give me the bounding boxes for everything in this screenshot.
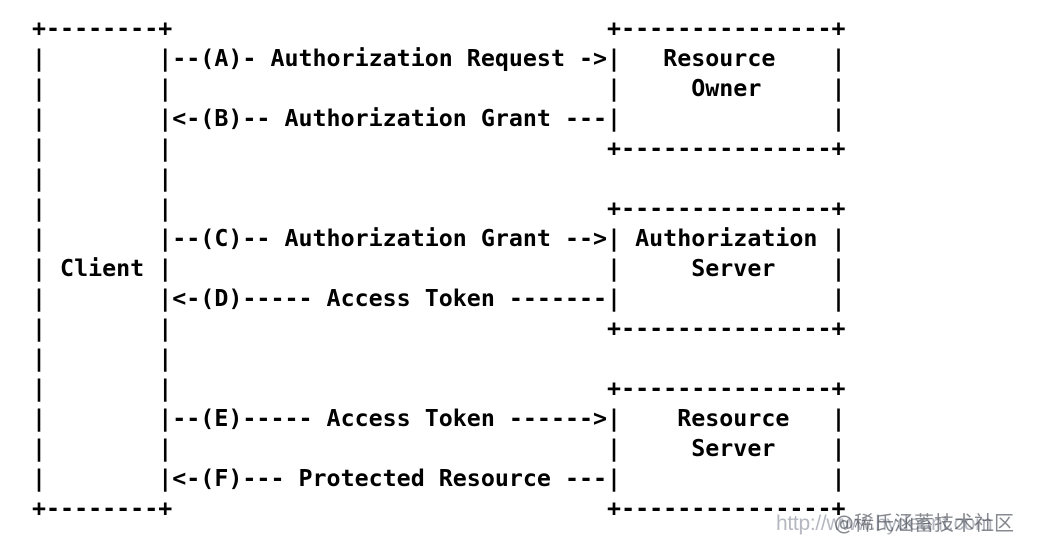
- watermark-site-name: @稀氏涵蓄技术社区: [834, 511, 1014, 535]
- oauth-abstract-protocol-flow-ascii: +--------+ +---------------+ | |--(A)- A…: [32, 15, 846, 522]
